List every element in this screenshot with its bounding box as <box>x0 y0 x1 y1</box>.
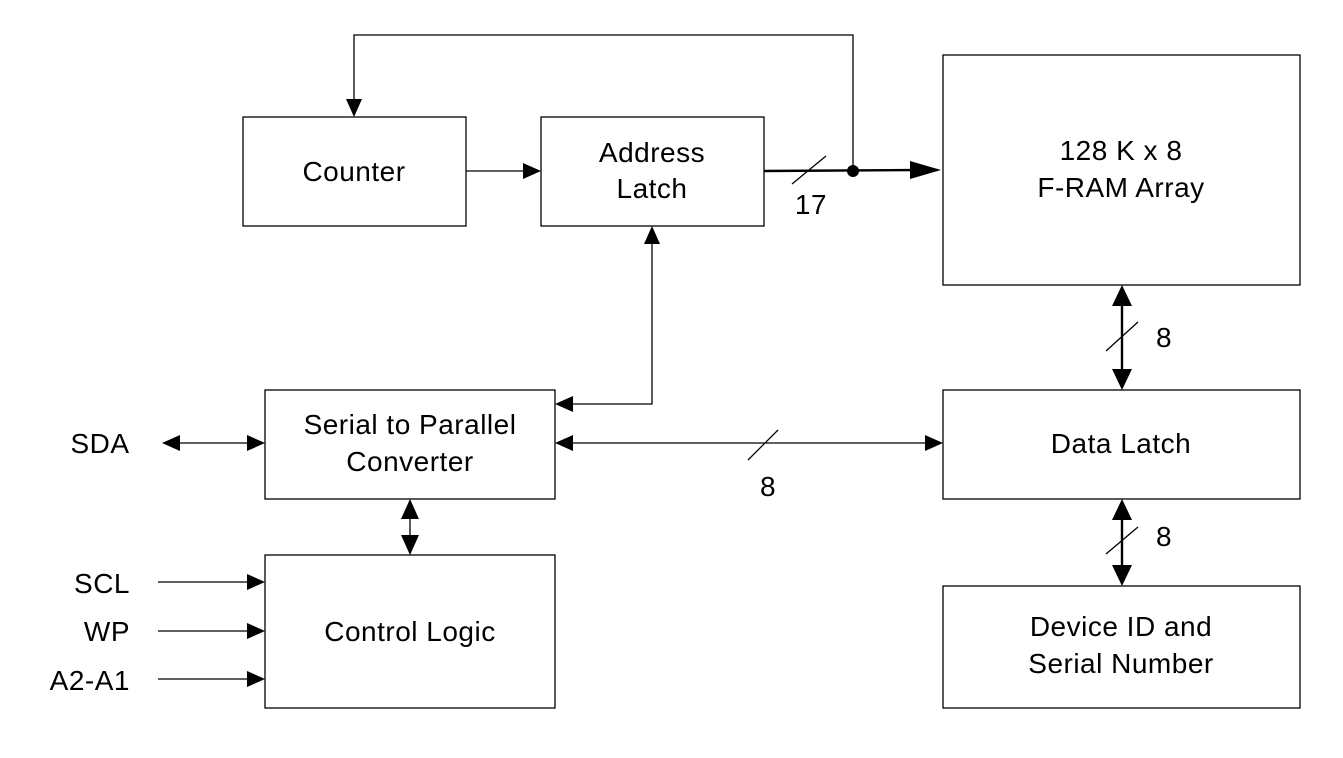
data-latch-label: Data Latch <box>1051 428 1191 459</box>
array-bus-width-label: 8 <box>1156 322 1172 353</box>
array-datalatch-connector: 8 <box>1105 285 1172 390</box>
arrowhead-icon <box>162 435 180 451</box>
address-latch-label-line1: Address <box>599 137 705 168</box>
arrowhead-icon <box>925 435 943 451</box>
arrowhead-icon <box>247 435 265 451</box>
serial-converter-label-line1: Serial to Parallel <box>304 409 517 440</box>
datalatch-deviceid-connector: 8 <box>1105 499 1172 586</box>
counter-block: Counter <box>242 116 467 227</box>
arrowhead-icon <box>1112 369 1132 390</box>
latch-converter-connector <box>555 226 660 412</box>
bus-slash-icon <box>1105 321 1139 352</box>
converter-datalatch-connector: 8 <box>555 429 943 502</box>
feedback-connector <box>346 34 854 171</box>
arrowhead-icon <box>1112 499 1132 520</box>
a2a1-signal: A2-A1 <box>50 665 265 696</box>
fram-array-block: 128 K x 8 F-RAM Array <box>942 54 1301 286</box>
converter-bus-width-label: 8 <box>760 471 776 502</box>
wp-signal: WP <box>84 616 265 647</box>
converter-control-connector <box>401 499 419 555</box>
scl-label: SCL <box>74 568 130 599</box>
arrowhead-icon <box>523 163 541 179</box>
arrowhead-icon <box>247 574 265 590</box>
device-id-block: Device ID and Serial Number <box>942 585 1301 709</box>
control-logic-block: Control Logic <box>264 554 556 709</box>
scl-signal: SCL <box>74 568 265 599</box>
arrowhead-icon <box>910 161 941 179</box>
device-id-label-line2: Serial Number <box>1028 648 1213 679</box>
bus-slash-icon <box>791 155 827 185</box>
device-id-label-line1: Device ID and <box>1030 611 1212 642</box>
address-latch-label-line2: Latch <box>617 173 688 204</box>
arrowhead-icon <box>644 226 660 244</box>
bus-slash-icon <box>1105 526 1139 555</box>
arrowhead-icon <box>247 671 265 687</box>
arrowhead-icon <box>247 623 265 639</box>
arrowhead-icon <box>401 535 419 555</box>
control-logic-label: Control Logic <box>324 616 495 647</box>
sda-signal: SDA <box>70 428 265 459</box>
a2a1-label: A2-A1 <box>50 665 130 696</box>
deviceid-bus-width-label: 8 <box>1156 521 1172 552</box>
arrowhead-icon <box>401 499 419 519</box>
address-bus-width-label: 17 <box>795 189 827 220</box>
fram-array-label-line2: F-RAM Array <box>1037 172 1204 203</box>
fram-array-label-line1: 128 K x 8 <box>1060 135 1183 166</box>
wp-label: WP <box>84 616 130 647</box>
arrowhead-icon <box>1112 285 1132 306</box>
address-latch-block: Address Latch <box>540 116 765 227</box>
arrowhead-icon <box>1112 565 1132 586</box>
bus-slash-icon <box>747 429 779 461</box>
serial-converter-label-line2: Converter <box>346 446 473 477</box>
arrowhead-icon <box>555 396 573 412</box>
arrowhead-icon <box>555 435 573 451</box>
address-bus-connector: 17 <box>763 155 941 220</box>
counter-to-latch-connector <box>466 163 541 179</box>
sda-label: SDA <box>70 428 129 459</box>
counter-label: Counter <box>302 156 405 187</box>
data-latch-block: Data Latch <box>942 389 1301 500</box>
arrowhead-icon <box>346 99 362 117</box>
serial-converter-block: Serial to Parallel Converter <box>264 389 556 500</box>
